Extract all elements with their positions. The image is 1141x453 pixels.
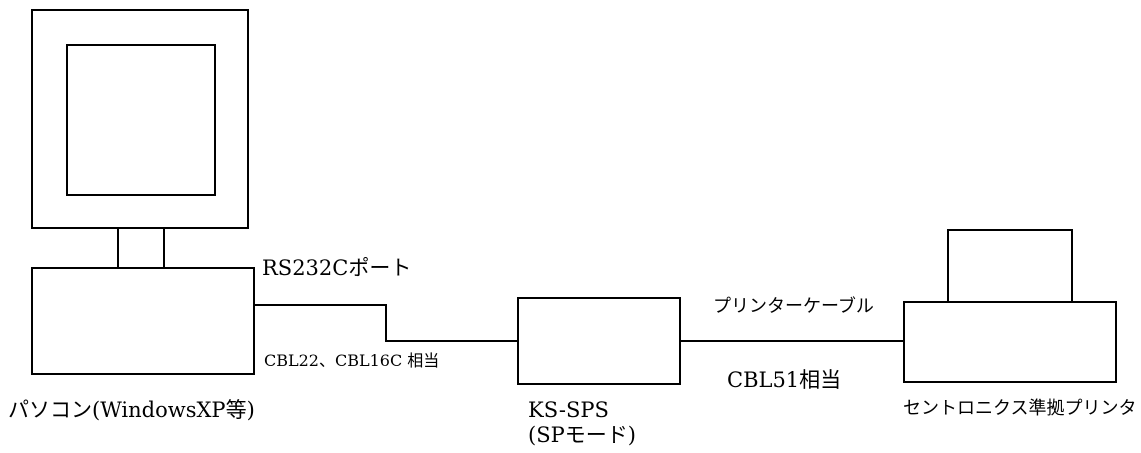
converter-label-line1: KS-SPS [528, 398, 609, 422]
converter-box [517, 297, 681, 385]
cable-label-printer-cable: プリンターケーブル [713, 296, 874, 317]
printer-body [903, 301, 1117, 383]
cable-pc-to-converter [254, 304, 518, 342]
printer-label: セントロニクス準拠プリンタ [903, 398, 1137, 419]
converter-label-line2: (SPモード) [528, 423, 636, 447]
pc-monitor-stand [117, 227, 165, 269]
cable-label-converter-to-printer: CBL51相当 [727, 368, 842, 392]
pc-monitor-screen [66, 44, 216, 196]
pc-label: パソコン(WindowsXP等) [8, 398, 255, 422]
pc-body [31, 267, 255, 375]
port-label-rs232c: RS232Cポート [262, 256, 412, 280]
printer-paper-tray [947, 229, 1073, 303]
cable-label-pc-to-converter: CBL22、CBL16C 相当 [264, 351, 440, 370]
